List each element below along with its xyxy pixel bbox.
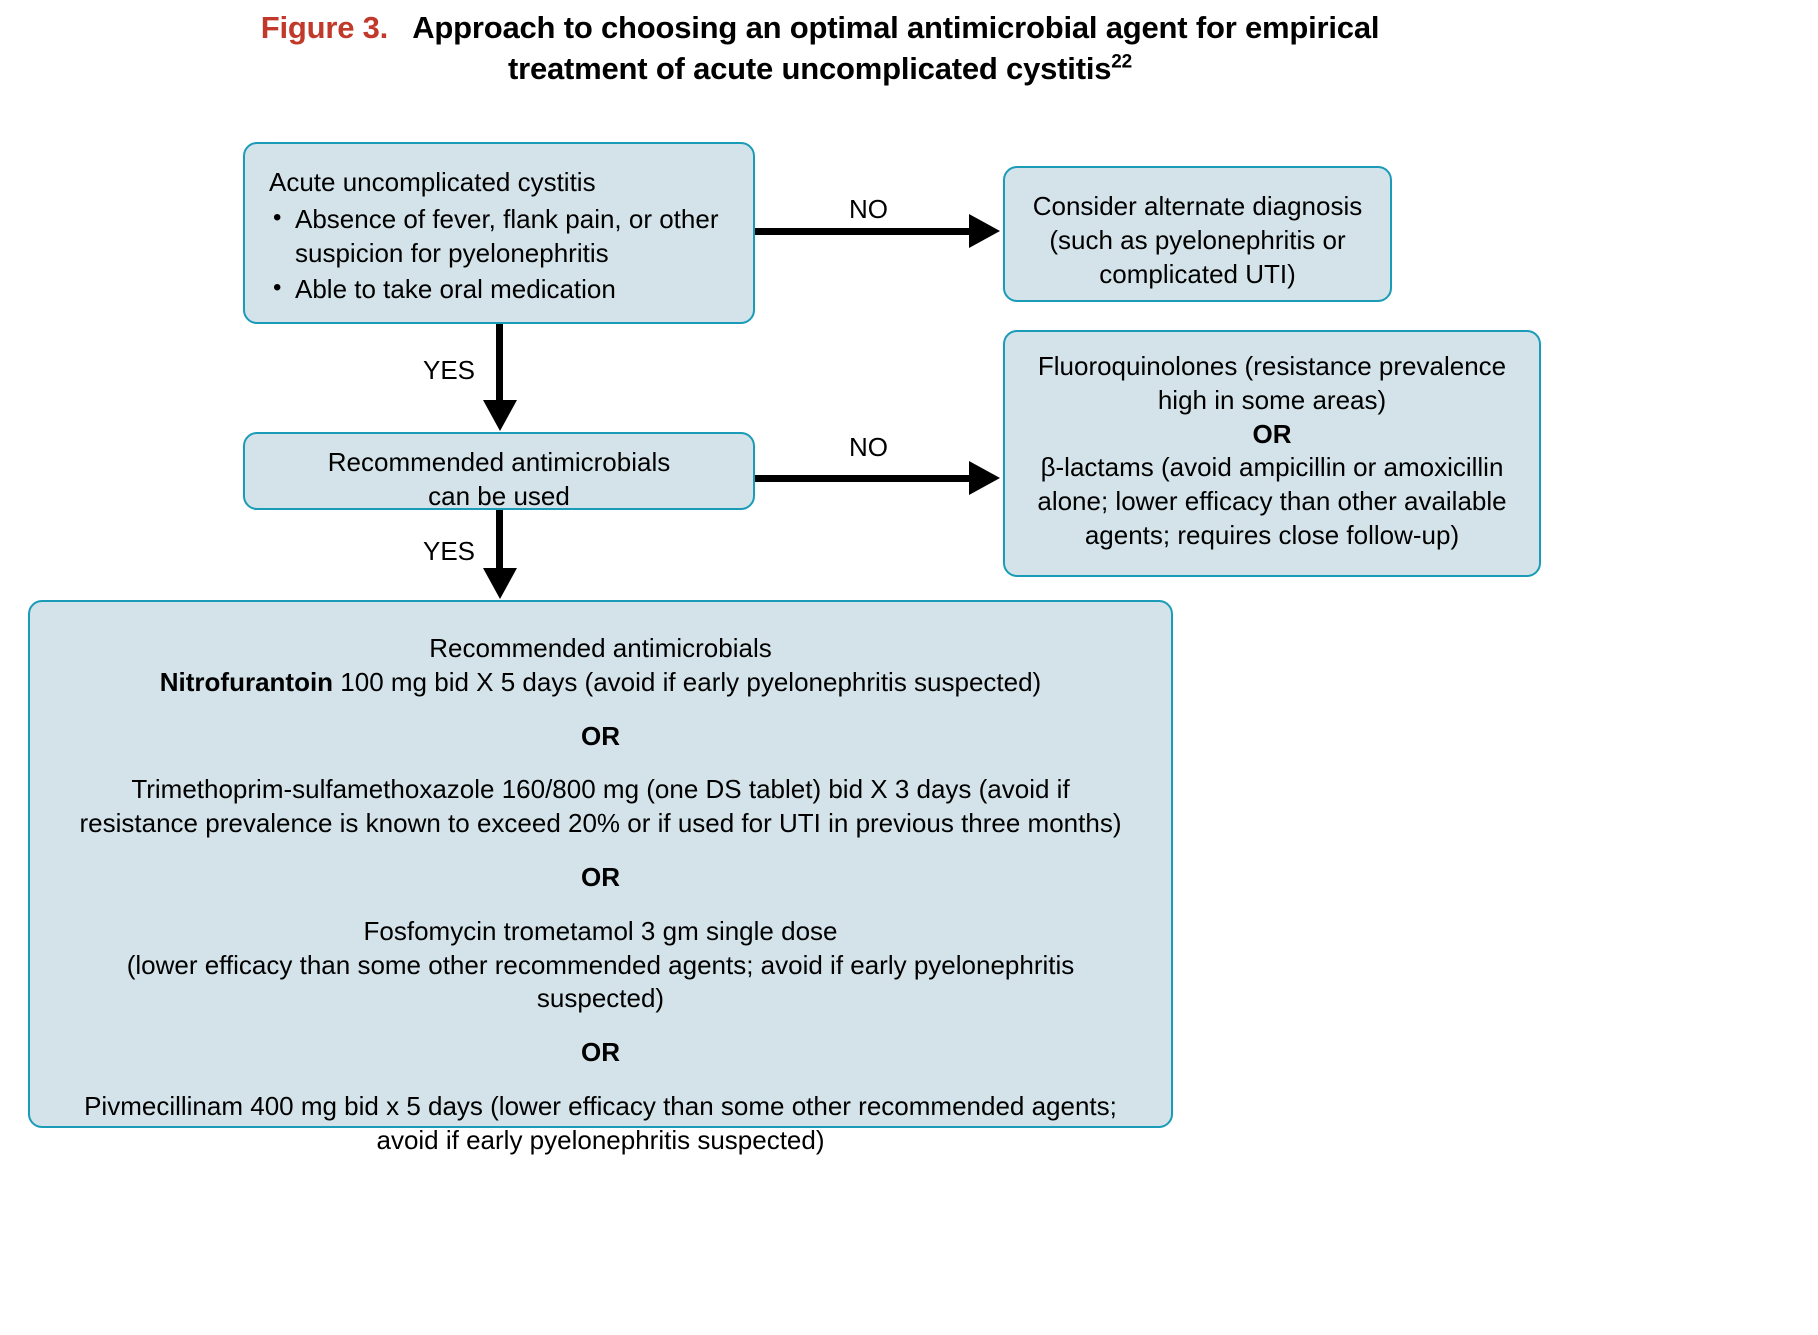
edge-label-no-recommended: NO bbox=[849, 432, 888, 462]
regimens-or-3: OR bbox=[581, 1037, 620, 1068]
regimens-or-2: OR bbox=[581, 861, 620, 892]
alternate-diagnosis-line-1: Consider alternate diagnosis bbox=[1032, 191, 1363, 221]
figure-title-line-2: treatment of acute uncomplicated cystiti… bbox=[507, 50, 1112, 86]
regimen-pivmecillinam-line-2: avoid if early pyelonephritis suspected) bbox=[376, 1124, 825, 1155]
alternative-agents-or: OR bbox=[1252, 418, 1292, 449]
node-acute-uncomplicated-cystitis: Acute uncomplicated cystitis Absence of … bbox=[243, 142, 755, 324]
arrow-cystitis-to-alternate-diagnosis-line bbox=[755, 228, 971, 235]
regimen-tmp-smx-line-1: Trimethoprim-sulfamethoxazole 160/800 mg… bbox=[131, 774, 1070, 805]
edge-label-yes-cystitis: YES bbox=[423, 355, 476, 385]
arrow-cystitis-to-alternate-diagnosis-head bbox=[969, 214, 1000, 248]
node-consider-alternate-diagnosis: Consider alternate diagnosis (such as py… bbox=[1003, 166, 1392, 302]
regimen-fosfomycin-line-1: Fosfomycin trometamol 3 gm single dose bbox=[363, 915, 838, 946]
edge-label-yes-recommended: YES bbox=[423, 536, 476, 566]
regimen-fosfomycin-line-3: suspected) bbox=[536, 983, 665, 1014]
regimen-tmp-smx-line-2: resistance prevalence is known to exceed… bbox=[79, 808, 1122, 839]
alternative-agents-line-2: high in some areas) bbox=[1157, 384, 1387, 415]
recommended-used-line-2: can be used bbox=[428, 480, 570, 511]
arrow-cystitis-to-recommended-used-line bbox=[496, 324, 503, 404]
drug-detail-nitrofurantoin: 100 mg bid X 5 days (avoid if early pyel… bbox=[333, 666, 1042, 697]
alternate-diagnosis-line-3: complicated UTI) bbox=[1099, 258, 1296, 289]
alternative-agents-line-5: agents; requires close follow-up) bbox=[1084, 519, 1460, 550]
figure-title: Figure 3. Approach to choosing an optima… bbox=[170, 8, 1470, 90]
arrow-recommended-used-to-alternatives-head bbox=[969, 461, 1000, 495]
drug-name-nitrofurantoin: Nitrofurantoin bbox=[159, 666, 334, 697]
arrow-recommended-used-to-alternatives-line bbox=[755, 475, 971, 482]
regimens-heading: Recommended antimicrobials bbox=[429, 633, 772, 663]
arrow-recommended-used-to-regimens-line bbox=[496, 510, 503, 572]
figure-title-line-1: Approach to choosing an optimal antimicr… bbox=[412, 10, 1380, 45]
list-item: Able to take oral medication bbox=[269, 272, 735, 307]
alternative-agents-line-3: β-lactams (avoid ampicillin or amoxicill… bbox=[1040, 452, 1504, 483]
alternative-agents-line-4: alone; lower efficacy than other availab… bbox=[1037, 486, 1507, 517]
figure-number: Figure 3. bbox=[260, 10, 389, 45]
regimen-nitrofurantoin: Nitrofurantoin 100 mg bid X 5 days (avoi… bbox=[58, 666, 1143, 700]
list-item: Absence of fever, flank pain, or other s… bbox=[269, 202, 735, 271]
node-recommended-antimicrobials-can-be-used: Recommended antimicrobials can be used bbox=[243, 432, 755, 511]
alternative-agents-line-1: Fluoroquinolones (resistance prevalence bbox=[1037, 351, 1507, 381]
alternate-diagnosis-line-2: (such as pyelonephritis or bbox=[1049, 224, 1346, 255]
node-cystitis-heading: Acute uncomplicated cystitis bbox=[269, 167, 596, 197]
regimen-fosfomycin-line-2: (lower efficacy than some other recommen… bbox=[126, 949, 1075, 980]
regimen-pivmecillinam-line-1: Pivmecillinam 400 mg bid x 5 days (lower… bbox=[84, 1090, 1117, 1121]
node-alternative-agents: Fluoroquinolones (resistance prevalence … bbox=[1003, 330, 1541, 577]
node-recommended-antimicrobial-regimens: Recommended antimicrobials Nitrofurantoi… bbox=[28, 600, 1173, 1155]
arrow-cystitis-to-recommended-used-head bbox=[483, 400, 517, 431]
arrow-recommended-used-to-regimens-head bbox=[483, 568, 517, 599]
recommended-used-line-1: Recommended antimicrobials bbox=[327, 447, 671, 477]
edge-label-no-cystitis: NO bbox=[849, 194, 888, 224]
node-cystitis-bullet-list: Absence of fever, flank pain, or other s… bbox=[269, 202, 735, 307]
regimens-or-1: OR bbox=[581, 720, 620, 751]
figure-title-superscript: 22 bbox=[1111, 51, 1133, 73]
